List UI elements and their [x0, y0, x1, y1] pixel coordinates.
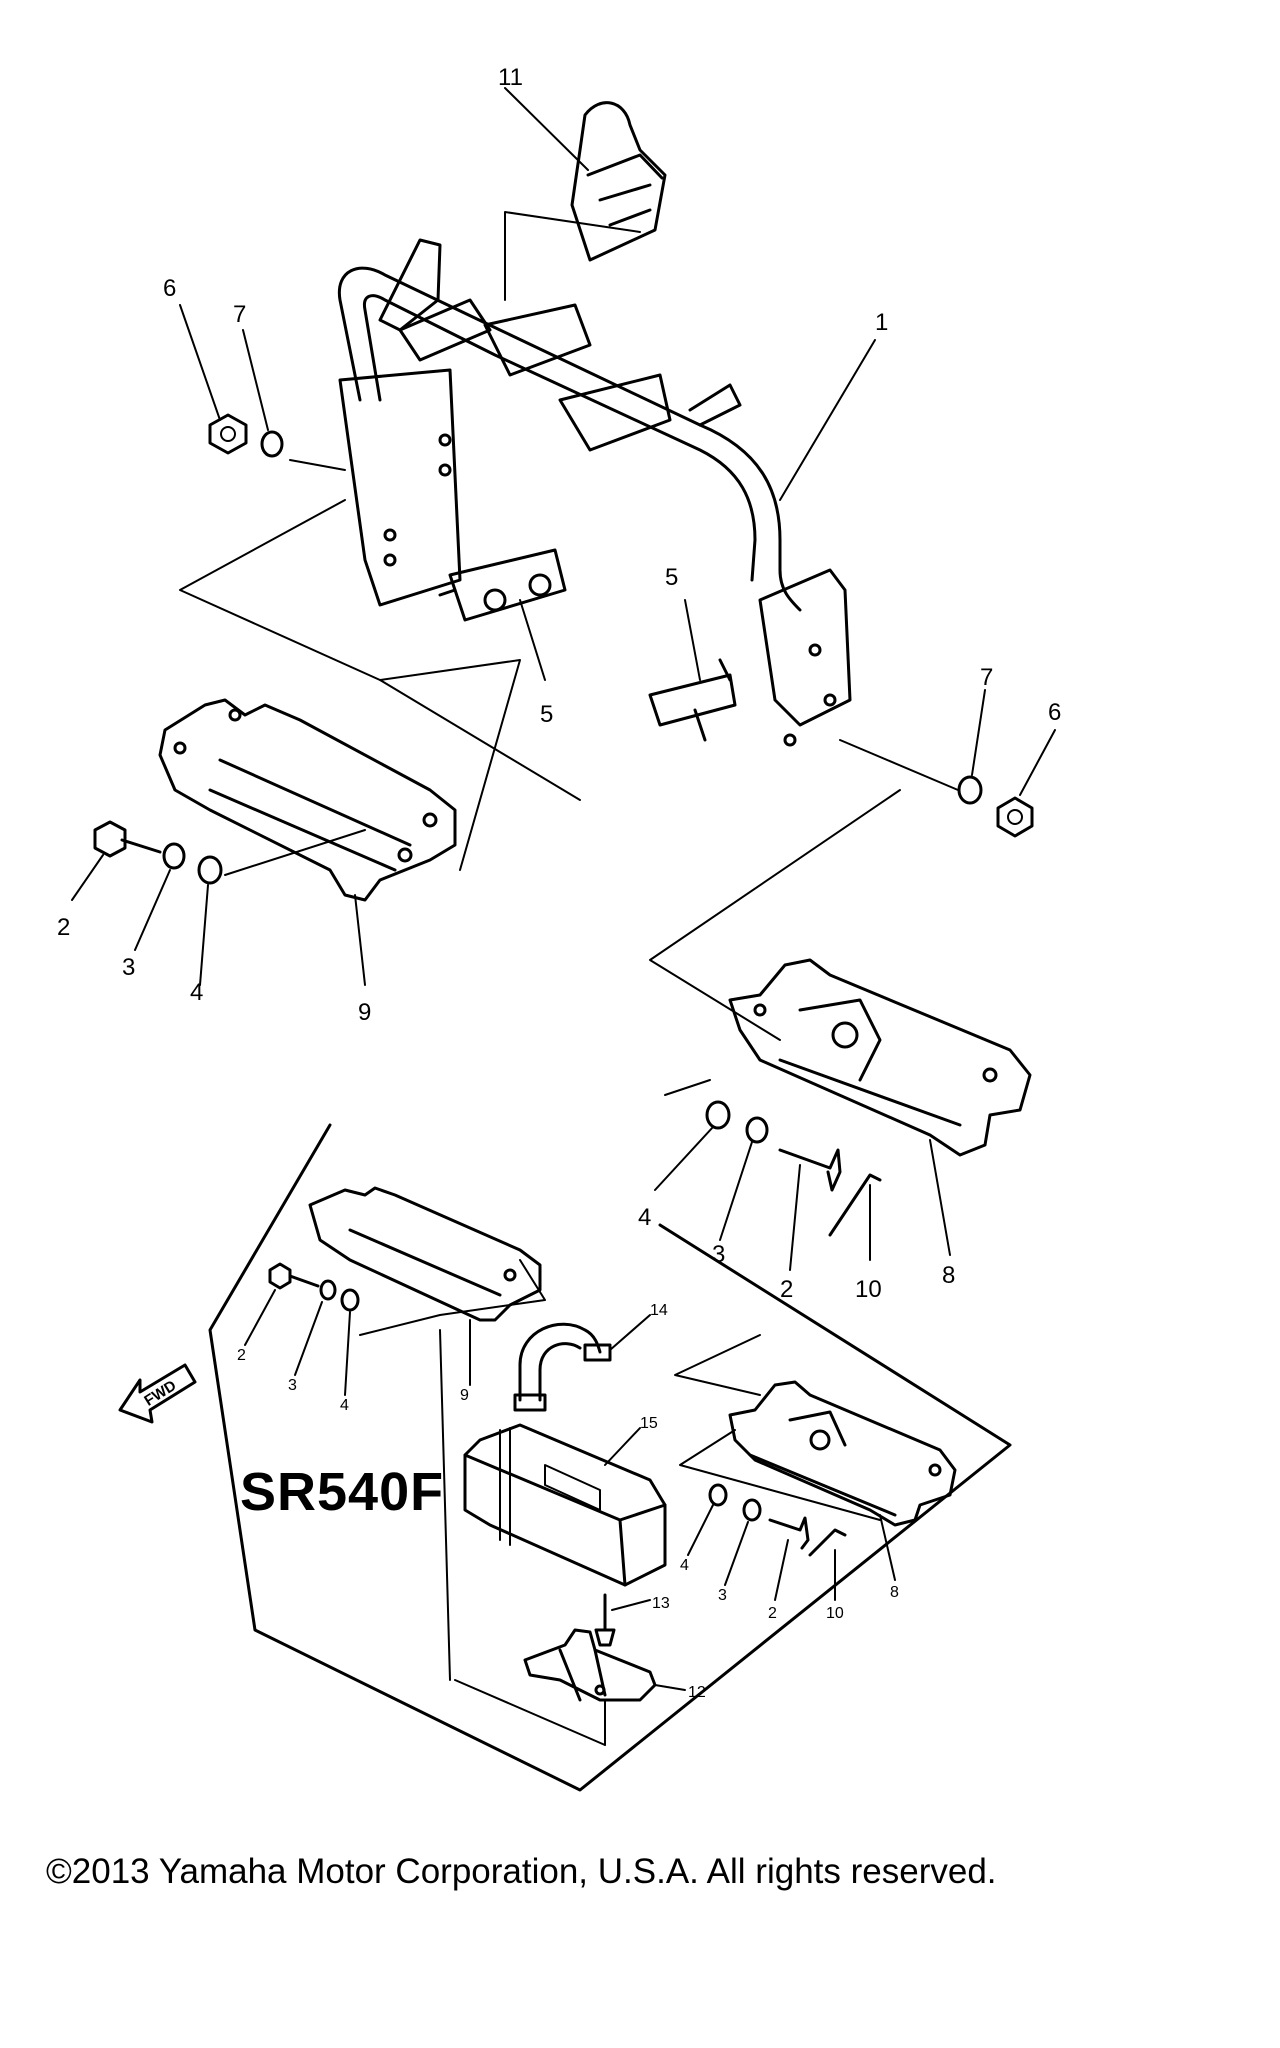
backing-plate-part — [648, 658, 737, 742]
inset-washer-part — [340, 1288, 360, 1312]
inset-lock-washer-part — [742, 1498, 762, 1522]
callout-label: 10 — [855, 1276, 882, 1303]
callout-label: 2 — [780, 1276, 793, 1303]
inset-callout-label: 15 — [640, 1415, 658, 1432]
callout-label: 6 — [1048, 699, 1061, 726]
nut-part — [208, 413, 248, 455]
callout-label: 9 — [358, 999, 371, 1026]
bumper-frame-part — [337, 238, 852, 747]
inset-callout-label: 3 — [288, 1377, 297, 1394]
callout-label: 3 — [122, 954, 135, 981]
screw-part — [594, 1593, 616, 1647]
inset-mount-bracket-part — [728, 1380, 957, 1527]
callout-label: 1 — [875, 309, 888, 336]
battery-tray-part — [523, 1628, 657, 1702]
callout-label: 4 — [638, 1204, 651, 1231]
washer-part — [260, 430, 284, 458]
callout-label: 7 — [980, 664, 993, 691]
handle-cover-part — [570, 101, 667, 262]
callout-label: 4 — [190, 979, 203, 1006]
lock-washer-part — [745, 1116, 769, 1144]
callout-label: 5 — [540, 701, 553, 728]
mount-bracket-part — [728, 958, 1032, 1157]
battery-box-part — [463, 1423, 667, 1587]
callout-label: 11 — [498, 64, 523, 91]
inset-rivet-part — [808, 1528, 847, 1557]
backing-plate-part — [438, 548, 567, 622]
inset-callout-label: 9 — [460, 1387, 469, 1404]
inset-callout-label: 4 — [340, 1397, 349, 1414]
callout-label: 6 — [163, 275, 176, 302]
inset-washer-part — [708, 1483, 728, 1507]
nut-part — [996, 796, 1034, 838]
inset-bolt-part — [768, 1516, 810, 1550]
model-label: SR540F — [240, 1462, 444, 1522]
washer-part — [705, 1100, 731, 1130]
inset-callout-label: 4 — [680, 1557, 689, 1574]
lock-washer-part — [162, 842, 186, 870]
forward-arrow-icon — [118, 1363, 197, 1424]
inset-callout-label: 3 — [718, 1587, 727, 1604]
washer-part — [957, 775, 983, 805]
callout-label: 7 — [233, 301, 246, 328]
callout-label: 3 — [712, 1241, 725, 1268]
inset-callout-label: 2 — [768, 1605, 777, 1622]
inset-mount-bracket-part — [308, 1186, 542, 1322]
inset-callout-label: 14 — [650, 1302, 668, 1319]
copyright-notice: ©2013 Yamaha Motor Corporation, U.S.A. A… — [46, 1852, 997, 1891]
callout-label: 5 — [665, 564, 678, 591]
wire-harness-part — [513, 1322, 612, 1412]
inset-callout-label: 10 — [826, 1605, 844, 1622]
bolt-part — [778, 1148, 842, 1192]
bolt-part — [93, 820, 162, 858]
parts-diagram: 11 6 7 1 5 5 7 6 2 3 4 9 4 3 2 10 8 2 3 … — [57, 64, 1061, 1792]
callout-label: 8 — [942, 1262, 955, 1289]
washer-part — [197, 855, 223, 885]
inset-lock-washer-part — [319, 1279, 337, 1301]
callout-label: 2 — [57, 914, 70, 941]
inset-callout-label: 13 — [652, 1595, 670, 1612]
rivet-part — [828, 1173, 882, 1237]
inset-callout-label: 12 — [688, 1684, 706, 1701]
mount-bracket-part — [158, 698, 457, 902]
inset-bolt-part — [268, 1262, 320, 1290]
inset-callout-label: 8 — [890, 1584, 899, 1601]
inset-border — [208, 1123, 1012, 1792]
inset-callout-label: 2 — [237, 1347, 246, 1364]
